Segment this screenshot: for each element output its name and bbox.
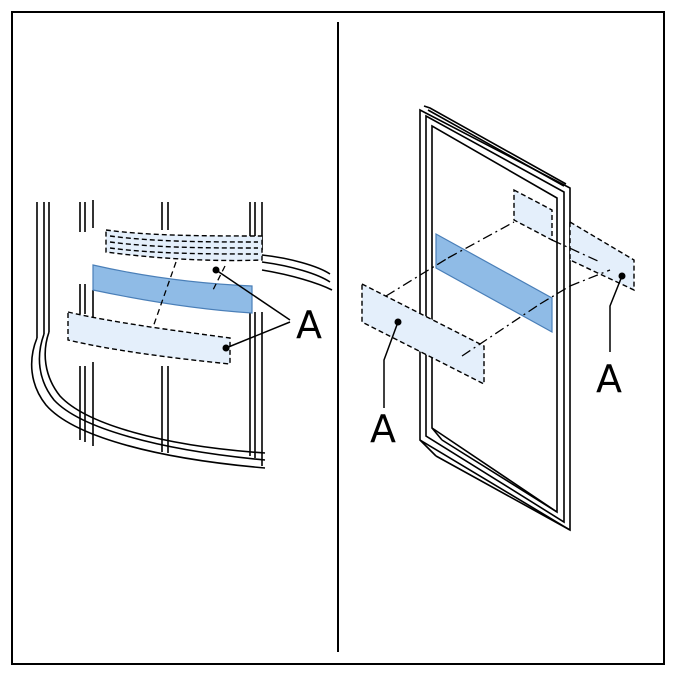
left-dashed-strip-stack (105, 229, 263, 262)
left-panel (30, 200, 333, 469)
right-back-strip-extension (569, 220, 635, 292)
left-callout-dot-lower (222, 344, 230, 352)
left-callout-leaders (215, 269, 291, 349)
right-callout-right-label: A (596, 357, 622, 401)
right-projection-lines (385, 221, 611, 357)
handle-bars (261, 254, 333, 291)
right-callout-left-label: A (370, 407, 396, 451)
right-callout-dot-left (394, 318, 402, 326)
left-callout-label: A (296, 303, 322, 347)
right-solid-band (435, 232, 553, 334)
left-callout-dot-upper (212, 266, 220, 274)
right-front-strip (361, 282, 485, 386)
left-light-strip (67, 311, 231, 365)
left-post (36, 202, 50, 338)
curved-base (30, 331, 266, 469)
door-post-left (79, 200, 94, 446)
right-callout-dot-right (618, 272, 626, 280)
left-projection-lines (151, 261, 226, 331)
left-solid-band (92, 264, 253, 314)
door-post-middle (161, 202, 169, 453)
right-callout-leaders (383, 275, 623, 408)
